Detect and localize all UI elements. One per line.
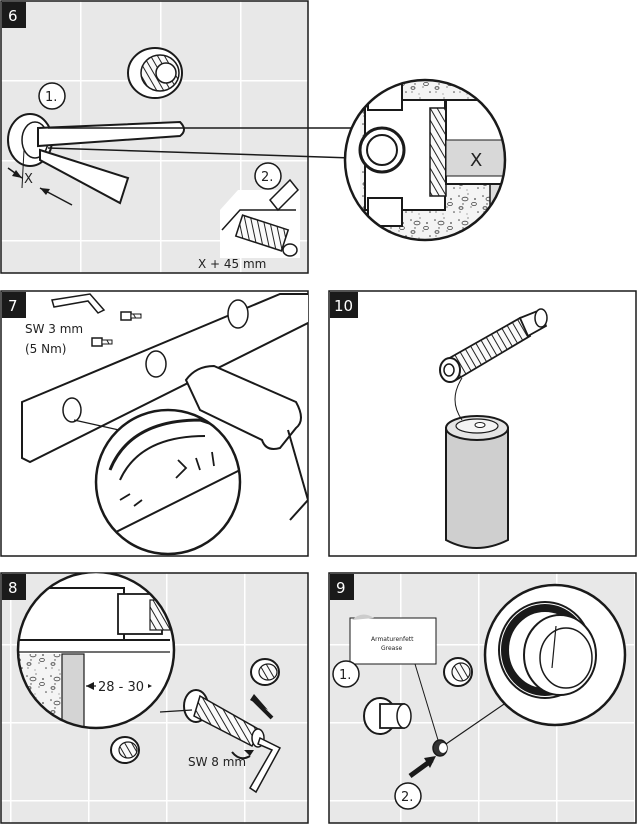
step-number-badge (2, 2, 26, 28)
screw-1 (120, 311, 142, 321)
wrench-size-label: SW 3 mm (25, 322, 83, 336)
mounting-plate (21, 293, 308, 464)
hex-key (51, 293, 106, 314)
grease-tub (445, 415, 509, 549)
step-number-badge (2, 292, 26, 318)
grease-label-line1: Armaturenfett (371, 636, 414, 643)
step-2-label: 2. (261, 170, 273, 185)
grease-label-card: Armaturenfett Grease (349, 614, 437, 665)
panel-8: SW 8 mm 28 - 30 8 (0, 572, 309, 824)
spout-body (184, 364, 302, 450)
step-2-label: 2. (401, 790, 413, 805)
panel-number: 7 (8, 297, 18, 315)
wrench-size-label: SW 8 mm (188, 755, 246, 769)
panel-9: Armaturenfett Grease 1. (328, 572, 637, 824)
step-number-badge (2, 574, 26, 600)
step-number-badge (330, 292, 358, 318)
threaded-plug (439, 308, 548, 421)
panel-number: 10 (334, 297, 353, 315)
step-number-badge (330, 574, 354, 600)
spout-outline (39, 148, 130, 205)
panel-10: 10 (328, 290, 637, 557)
inset-step-2: 2. X + 45 mm (198, 162, 300, 271)
step-1-label: 1. (339, 668, 351, 683)
hex-key (248, 736, 282, 794)
length-formula-label: X + 45 mm (198, 257, 266, 271)
wall-plug-right (250, 658, 280, 686)
detail-magnifier-6: X (343, 78, 507, 242)
wall-plug-right (443, 657, 473, 687)
wall-plug (127, 47, 183, 99)
mounted-adapter (363, 697, 412, 735)
dimension-x-label: X (24, 172, 33, 187)
panel-number: 8 (8, 579, 18, 597)
panel-7: SW 3 mm (5 Nm) 7 (0, 290, 309, 557)
panel-number: 9 (336, 579, 346, 597)
threaded-adapter (183, 689, 265, 748)
step-1-label: 1. (45, 90, 57, 105)
depth-dimension-label: 28 - 30 (98, 680, 144, 695)
panel-number: 6 (8, 7, 18, 25)
screw-2 (91, 337, 113, 347)
wall-plug-left (110, 736, 140, 764)
detail-magnifier-9 (483, 583, 627, 727)
lens-x-label: X (470, 150, 482, 171)
panel-6: X 1. 2. X + 45 mm 6 (0, 0, 309, 274)
torque-label: (5 Nm) (25, 342, 66, 356)
grease-label-line2: Grease (381, 645, 402, 652)
